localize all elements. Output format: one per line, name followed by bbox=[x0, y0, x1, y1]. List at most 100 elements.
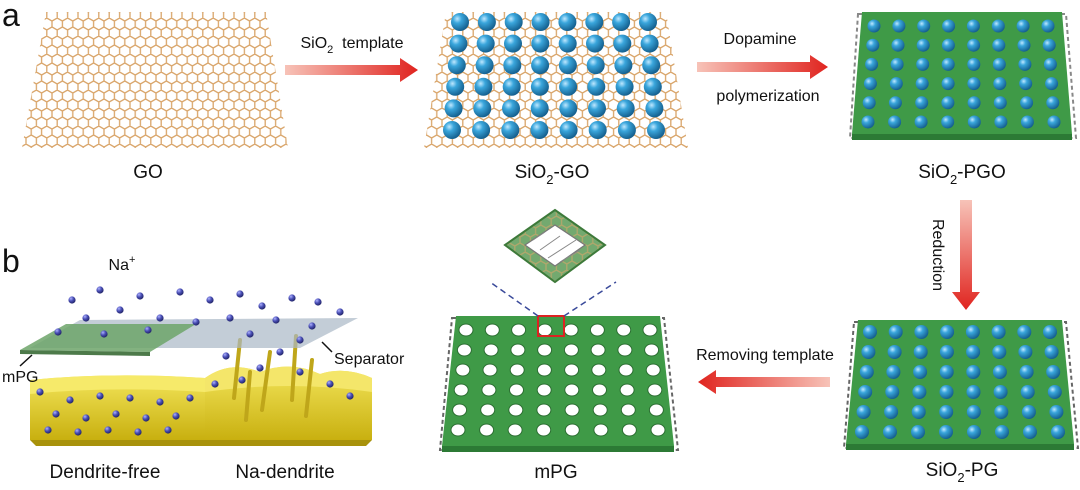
silica-sphere bbox=[1017, 325, 1032, 339]
pore bbox=[510, 343, 526, 357]
pore bbox=[537, 323, 553, 337]
silica-sphere bbox=[890, 57, 904, 71]
silica-sphere bbox=[965, 325, 980, 339]
na-ion bbox=[288, 294, 296, 302]
silica-sphere bbox=[645, 99, 664, 118]
silica-sphere bbox=[585, 13, 604, 31]
silica-sphere bbox=[502, 77, 521, 96]
separator-pointer bbox=[321, 341, 333, 353]
pore bbox=[642, 323, 658, 337]
panel-label-b: b bbox=[2, 243, 20, 279]
pore bbox=[536, 403, 552, 417]
pore bbox=[508, 403, 524, 417]
silica-sphere bbox=[883, 425, 897, 439]
pore bbox=[537, 343, 553, 357]
silica-sphere bbox=[855, 425, 869, 439]
arrow-removing-template bbox=[698, 370, 830, 394]
silica-sphere bbox=[994, 115, 1008, 129]
pore bbox=[564, 383, 580, 397]
silica-sphere bbox=[1023, 425, 1037, 439]
pore bbox=[536, 363, 552, 377]
label-sio2-template: SiO2 template bbox=[300, 35, 403, 56]
na-ion bbox=[276, 348, 284, 356]
pore bbox=[564, 423, 580, 437]
silica-sphere bbox=[472, 121, 491, 139]
silica-sphere bbox=[588, 121, 607, 139]
pore bbox=[618, 363, 634, 377]
silica-sphere bbox=[531, 34, 550, 53]
silica-sphere bbox=[444, 99, 463, 118]
silica-sphere bbox=[915, 77, 929, 91]
silica-sphere bbox=[967, 57, 981, 71]
silica-sphere bbox=[531, 56, 550, 75]
pore bbox=[593, 423, 609, 437]
na-ion bbox=[206, 296, 214, 304]
pore bbox=[507, 423, 523, 437]
silica-sphere bbox=[503, 56, 522, 75]
silica-sphere bbox=[588, 99, 606, 118]
pore bbox=[590, 343, 606, 357]
silica-sphere bbox=[477, 13, 496, 31]
silica-sphere bbox=[993, 77, 1007, 91]
zoom-guide-right bbox=[563, 281, 617, 317]
silica-sphere bbox=[474, 77, 493, 96]
na-ion bbox=[36, 388, 44, 396]
pore bbox=[592, 403, 608, 417]
silica-sphere bbox=[884, 405, 899, 419]
silica-sphere bbox=[1018, 345, 1033, 359]
silica-sphere bbox=[449, 34, 468, 53]
silica-sphere bbox=[559, 121, 578, 139]
silica-sphere bbox=[941, 38, 955, 52]
na-ion bbox=[156, 314, 164, 322]
pore bbox=[589, 323, 605, 337]
silica-sphere bbox=[446, 77, 465, 96]
silica-sphere bbox=[1045, 77, 1059, 91]
pore bbox=[511, 323, 527, 337]
panel-label-a: a bbox=[2, 0, 20, 33]
na-metal-left bbox=[30, 375, 205, 442]
silica-sphere bbox=[913, 345, 928, 359]
silica-sphere bbox=[473, 99, 492, 118]
na-ion bbox=[172, 412, 180, 420]
silica-sphere bbox=[866, 38, 880, 52]
na-ion bbox=[96, 392, 104, 400]
silica-sphere bbox=[530, 77, 549, 96]
silica-sphere bbox=[942, 19, 956, 33]
silica-sphere bbox=[476, 34, 495, 53]
silica-sphere bbox=[940, 325, 955, 339]
silica-sphere bbox=[1043, 325, 1057, 339]
silica-sphere bbox=[1021, 405, 1036, 419]
silica-sphere bbox=[966, 385, 981, 399]
silica-sphere bbox=[502, 99, 520, 118]
na-ion bbox=[296, 368, 304, 376]
silica-sphere bbox=[1019, 365, 1034, 379]
arrow-dopamine-polymerization bbox=[697, 55, 828, 79]
zoom-highlight-box bbox=[537, 315, 565, 337]
na-ion bbox=[126, 394, 134, 402]
silica-sphere bbox=[531, 13, 550, 31]
silica-sphere bbox=[892, 19, 906, 33]
silica-sphere bbox=[967, 96, 981, 110]
silica-sphere bbox=[887, 345, 902, 359]
silica-sphere bbox=[888, 96, 902, 110]
label-go: GO bbox=[133, 162, 163, 183]
na-ion bbox=[246, 330, 254, 338]
silica-sphere bbox=[991, 19, 1005, 33]
silica-sphere bbox=[1020, 385, 1035, 399]
silica-sphere bbox=[558, 13, 577, 31]
pore bbox=[647, 383, 663, 397]
sio2-pgo-sheet bbox=[848, 12, 1078, 140]
silica-sphere bbox=[911, 425, 925, 439]
pore bbox=[484, 323, 500, 337]
silica-sphere bbox=[941, 57, 955, 71]
silica-sphere bbox=[994, 405, 1009, 419]
silica-sphere bbox=[863, 325, 877, 339]
na-ion bbox=[222, 352, 230, 360]
silica-sphere bbox=[939, 405, 954, 419]
silica-sphere bbox=[861, 115, 875, 129]
na-ion bbox=[44, 426, 52, 434]
silica-sphere bbox=[530, 99, 549, 118]
label-mpg: mPG bbox=[534, 462, 577, 483]
silica-sphere bbox=[915, 96, 929, 110]
